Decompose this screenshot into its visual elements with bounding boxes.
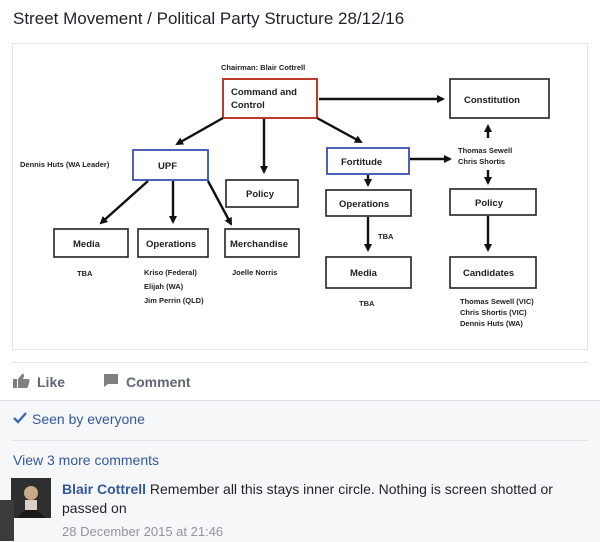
- like-label: Like: [37, 374, 66, 390]
- comment-bubble-icon: [103, 373, 119, 391]
- candidate-1: Thomas Sewell (VIC): [460, 297, 534, 306]
- merch-name: Joelle Norris: [232, 268, 277, 277]
- post-actions: Like Comment: [13, 371, 229, 393]
- operations-left-box: [137, 228, 209, 258]
- comment-button[interactable]: Comment: [103, 373, 191, 391]
- operations-mid-label: Operations: [339, 199, 389, 210]
- edge-strip: [0, 500, 14, 541]
- action-divider: [12, 362, 588, 363]
- fortitude-box: [326, 147, 410, 175]
- arrow-command-upf: [175, 116, 224, 146]
- comment-timestamp[interactable]: 28 December 2015 at 21:46: [62, 524, 224, 539]
- upf-box: [132, 149, 209, 181]
- commenter-avatar[interactable]: [11, 478, 51, 518]
- policy-left-label: Policy: [246, 189, 275, 200]
- media-left-label: Media: [73, 239, 101, 250]
- constitution-label: Constitution: [464, 95, 520, 106]
- media-left-box: [53, 228, 129, 258]
- org-chart-svg: Chairman: Blair Cottrell Command and Con…: [20, 63, 550, 328]
- upf-leader-label: Dennis Huts (WA Leader): [20, 160, 110, 169]
- tba-operations-mid: TBA: [378, 232, 394, 241]
- comment-body: Blair Cottrell Remember all this stays i…: [62, 480, 582, 518]
- comments-section: [0, 400, 600, 542]
- merchandise-label: Merchandise: [230, 239, 288, 250]
- candidates-label: Candidates: [463, 268, 514, 279]
- candidate-3: Dennis Huts (WA): [460, 319, 523, 328]
- fortitude-label: Fortitude: [341, 157, 382, 168]
- command-control-label-1: Command and: [231, 87, 297, 98]
- checkmark-icon: [13, 411, 27, 427]
- ops-name-2: Elijah (WA): [144, 282, 184, 291]
- upf-label: UPF: [158, 161, 177, 172]
- command-control-label-2: Control: [231, 100, 265, 111]
- candidates-box: [449, 256, 537, 289]
- media-mid-box: [325, 256, 412, 289]
- arrow-command-fortitude: [316, 116, 363, 144]
- ops-name-3: Jim Perrin (QLD): [144, 296, 204, 305]
- policy-right-label: Policy: [475, 198, 504, 209]
- media-mid-label: Media: [350, 268, 378, 279]
- operations-mid-box: [325, 189, 412, 217]
- seen-by-indicator[interactable]: Seen by everyone: [13, 411, 145, 427]
- chairman-label: Chairman: Blair Cottrell: [221, 63, 305, 72]
- post-title: Street Movement / Political Party Struct…: [13, 9, 405, 28]
- tba-media-left: TBA: [77, 269, 93, 278]
- policy-right-box: [449, 188, 537, 216]
- policy-left-box: [225, 179, 299, 208]
- comment-text: Remember all this stays inner circle. No…: [62, 481, 553, 516]
- view-more-comments-link[interactable]: View 3 more comments: [13, 452, 160, 468]
- fortitude-name-2: Chris Shortis: [458, 157, 505, 166]
- candidate-2: Chris Shortis (VIC): [460, 308, 527, 317]
- ops-name-1: Kriso (Federal): [144, 268, 197, 277]
- fortitude-name-1: Thomas Sewell: [458, 146, 512, 155]
- operations-left-label: Operations: [146, 239, 196, 250]
- like-button[interactable]: Like: [13, 373, 65, 391]
- seen-text: Seen by everyone: [32, 411, 145, 427]
- comments-divider: [12, 440, 588, 441]
- comment-author-link[interactable]: Blair Cottrell: [62, 481, 147, 497]
- arrow-upf-media: [99, 180, 149, 225]
- comment-label: Comment: [126, 374, 191, 390]
- arrow-upf-merchandise: [206, 180, 233, 226]
- tba-media-mid: TBA: [359, 299, 375, 308]
- thumbs-up-icon: [13, 373, 30, 391]
- constitution-box: [449, 78, 550, 119]
- command-control-box: [222, 78, 318, 119]
- merchandise-box: [224, 228, 300, 258]
- org-chart-image: Chairman: Blair Cottrell Command and Con…: [12, 43, 588, 350]
